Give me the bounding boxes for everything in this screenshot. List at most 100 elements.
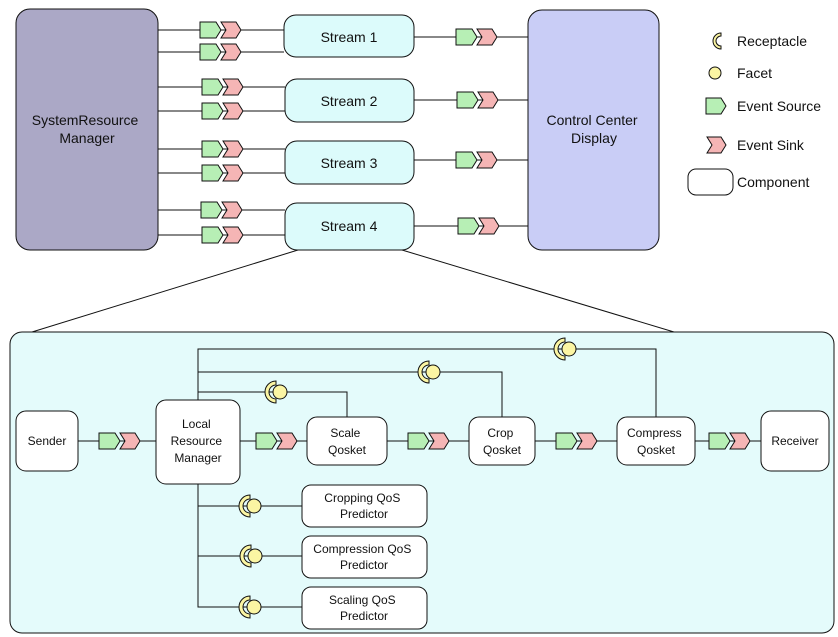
event-port-pair-12 xyxy=(457,217,500,235)
event-port-pair-1 xyxy=(199,21,242,39)
event-source-icon xyxy=(201,226,224,244)
receptacle-icon xyxy=(553,337,566,361)
stream-1-label: Stream 1 xyxy=(321,29,378,45)
event-source-icon xyxy=(200,201,223,219)
receiver-label: Receiver xyxy=(771,434,818,448)
facet-receptacle-3 xyxy=(264,380,288,404)
event-source-icon xyxy=(708,432,731,450)
event-port-pair-9 xyxy=(455,28,498,46)
event-source-icon xyxy=(407,432,430,450)
event-sink-legend-icon xyxy=(706,136,727,154)
event-sink-icon xyxy=(428,432,450,450)
scale-qosket-label: Scale Qosket xyxy=(328,426,367,457)
compress-qosket-box xyxy=(616,416,696,466)
legend-event-source-label: Event Source xyxy=(737,98,821,114)
event-source-icon xyxy=(199,43,222,61)
receptacle-icon xyxy=(238,494,251,518)
facet-icon xyxy=(561,341,577,357)
event-sink-icon xyxy=(119,432,141,450)
event-port-pair-6 xyxy=(201,164,244,182)
control-center-display-box xyxy=(527,9,660,251)
event-source-icon xyxy=(455,151,478,169)
sender-box xyxy=(15,410,79,472)
event-source-icon xyxy=(455,28,478,46)
facet-icon xyxy=(425,364,441,380)
event-sink-icon xyxy=(476,151,498,169)
stream-control-wires xyxy=(414,36,528,227)
facet-receptacle-5 xyxy=(239,544,263,568)
legend-component-label: Component xyxy=(737,174,809,190)
detail-event-port-pair-3 xyxy=(407,432,450,450)
facet-receptacle-4 xyxy=(238,494,262,518)
event-source-icon xyxy=(201,140,224,158)
srm-stream-wires xyxy=(158,29,285,236)
compression-qos-predictor-box xyxy=(301,535,428,579)
event-port-pair-11 xyxy=(455,151,498,169)
system-resource-manager-label: SystemResource Manager xyxy=(32,112,142,146)
sender-label: Sender xyxy=(28,434,67,448)
cropping-qos-predictor-box xyxy=(301,484,428,528)
detail-event-port-pair-4 xyxy=(555,432,598,450)
legend-event-sink-label: Event Sink xyxy=(737,137,805,153)
event-sink-icon xyxy=(222,226,244,244)
event-sink-icon xyxy=(222,78,244,96)
detail-event-port-pair-2 xyxy=(255,432,298,450)
compress-qosket-label: Compress Qosket xyxy=(627,426,685,457)
facet-icon xyxy=(272,384,288,400)
event-port-pair-10 xyxy=(456,91,499,109)
event-port-pair-2 xyxy=(199,43,242,61)
event-sink-icon xyxy=(222,164,244,182)
facet-legend-icon xyxy=(708,66,722,80)
stream-3-box xyxy=(284,140,415,185)
event-sink-icon xyxy=(220,21,242,39)
facet-icon xyxy=(246,498,262,514)
event-source-icon xyxy=(456,91,479,109)
facet-icon xyxy=(246,599,262,615)
receptacle-icon xyxy=(239,544,252,568)
receptacle-legend-icon xyxy=(712,32,722,50)
event-port-pair-4 xyxy=(201,102,244,120)
crop-qosket-label: Crop Qosket xyxy=(483,426,522,457)
event-source-icon xyxy=(199,21,222,39)
event-source-icon xyxy=(98,432,121,450)
event-source-icon xyxy=(201,78,224,96)
event-sink-icon xyxy=(276,432,298,450)
stream-4-label: Stream 4 xyxy=(321,218,378,234)
legend-facet-label: Facet xyxy=(737,65,772,81)
legend: Receptacle Facet Event Source Event Sink… xyxy=(687,32,821,196)
event-sink-icon xyxy=(221,201,243,219)
event-source-icon xyxy=(255,432,278,450)
receiver-box xyxy=(760,410,830,472)
detail-event-port-pair-5 xyxy=(708,432,751,450)
event-port-pair-3 xyxy=(201,78,244,96)
facet-receptacle-1 xyxy=(553,337,577,361)
compression-qos-predictor-label: Compression QoS Predictor xyxy=(313,542,414,572)
event-port-pair-5 xyxy=(201,140,244,158)
event-sink-icon xyxy=(576,432,598,450)
event-port-pair-7 xyxy=(200,201,243,219)
event-source-legend-icon xyxy=(705,97,727,115)
detail-event-port-pair-1 xyxy=(98,432,141,450)
zoom-line-left xyxy=(31,249,299,333)
event-port-pair-8 xyxy=(201,226,244,244)
event-sink-icon xyxy=(477,91,499,109)
facet-receptacle-6 xyxy=(238,595,262,619)
scale-qosket-box xyxy=(306,416,388,466)
event-sink-icon xyxy=(729,432,751,450)
cropping-qos-predictor-label: Cropping QoS Predictor xyxy=(324,491,403,521)
event-sink-icon xyxy=(478,217,500,235)
stream-1-box xyxy=(283,14,415,58)
crop-qosket-box xyxy=(468,416,536,466)
event-sink-icon xyxy=(476,28,498,46)
legend-receptacle-label: Receptacle xyxy=(737,33,807,49)
control-center-display-label: Control Center Display xyxy=(547,112,642,146)
event-source-icon xyxy=(457,217,480,235)
local-resource-manager-box xyxy=(155,399,241,485)
event-source-icon xyxy=(555,432,578,450)
stream-3-label: Stream 3 xyxy=(321,155,378,171)
event-sink-icon xyxy=(220,43,242,61)
receptacle-icon xyxy=(238,595,251,619)
scaling-qos-predictor-label: Scaling QoS Predictor xyxy=(329,593,399,623)
zoom-line-right xyxy=(401,249,675,333)
event-source-icon xyxy=(201,164,224,182)
